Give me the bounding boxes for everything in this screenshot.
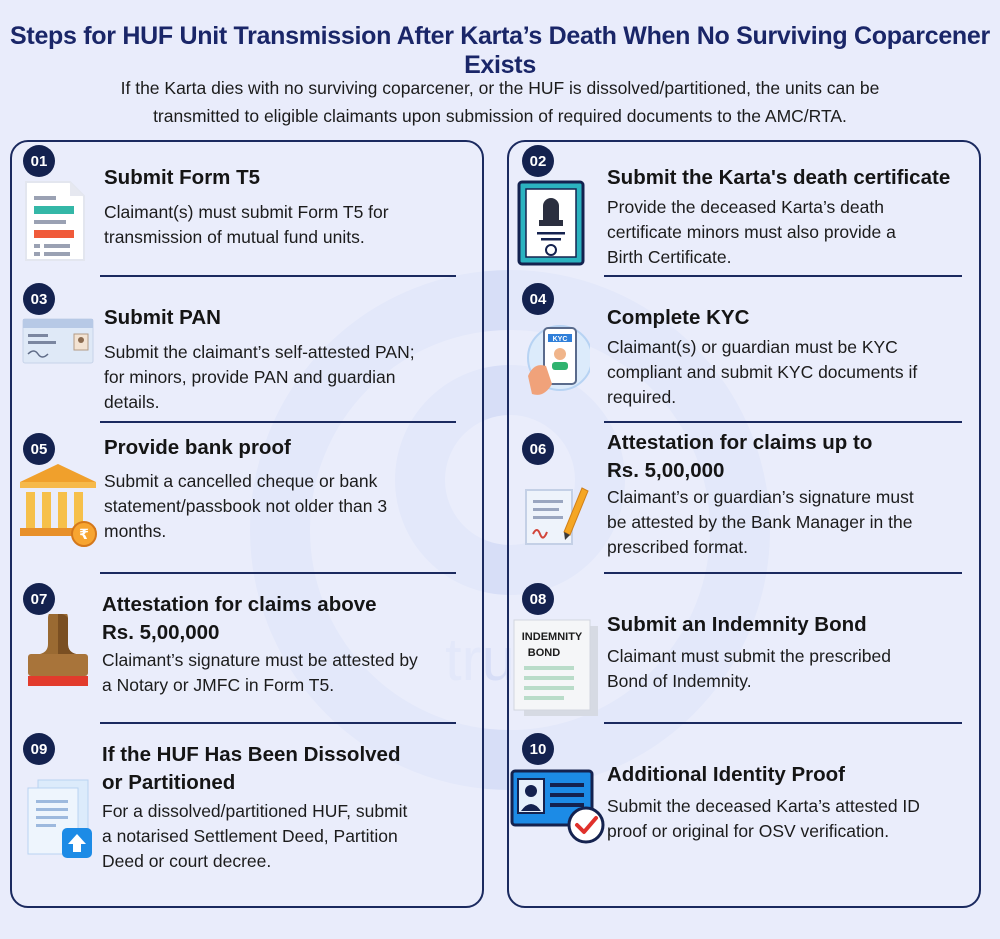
desc-line: details. [104, 392, 160, 412]
desc-line: Bond of Indemnity. [607, 671, 752, 691]
pan-card-icon [22, 318, 94, 364]
step-02-desc: Provide the deceased Karta’s death certi… [607, 195, 896, 270]
step-06-title: Attestation for claims up to Rs. 5,00,00… [607, 429, 872, 485]
step-04-badge: 04 [522, 283, 554, 315]
desc-line: Claimant’s or guardian’s signature must [607, 487, 914, 507]
divider [604, 421, 962, 423]
page-title: Steps for HUF Unit Transmission After Ka… [10, 22, 990, 79]
subtitle-line-1: If the Karta dies with no surviving copa… [120, 78, 880, 98]
signed-document-pen-icon [525, 487, 589, 545]
bank-building-icon: ₹ [20, 464, 97, 547]
step-10-badge: 10 [522, 733, 554, 765]
rubber-stamp-icon [28, 614, 88, 686]
desc-line: transmission of mutual fund units. [104, 227, 365, 247]
divider [604, 275, 962, 277]
subtitle-line-2: transmitted to eligible claimants upon s… [153, 106, 847, 126]
step-02-badge: 02 [522, 145, 554, 177]
divider [100, 275, 456, 277]
step-03-badge: 03 [23, 283, 55, 315]
document-upload-icon [27, 779, 92, 858]
kyc-phone-icon: KYC [527, 325, 590, 395]
step-10-title: Additional Identity Proof [607, 763, 846, 786]
step-08-desc: Claimant must submit the prescribed Bond… [607, 644, 891, 694]
desc-line: Claimant must submit the prescribed [607, 646, 891, 666]
step-07-desc: Claimant’s signature must be attested by… [102, 648, 418, 698]
desc-line: Submit a cancelled cheque or bank [104, 471, 378, 491]
step-07-title: Attestation for claims above Rs. 5,00,00… [102, 591, 377, 647]
step-06-desc: Claimant’s or guardian’s signature must … [607, 485, 914, 560]
bond-label-2: BOND [528, 647, 560, 659]
step-08-title: Submit an Indemnity Bond [607, 613, 867, 636]
step-01-badge: 01 [23, 145, 55, 177]
desc-line: Birth Certificate. [607, 247, 732, 267]
desc-line: months. [104, 521, 167, 541]
id-card-check-icon [510, 769, 605, 844]
indemnity-bond-icon: INDEMNITY BOND [513, 619, 598, 716]
desc-line: Submit the claimant’s self-attested PAN; [104, 342, 415, 362]
desc-line: Claimant(s) must submit Form T5 for [104, 202, 389, 222]
divider [604, 722, 962, 724]
step-09-desc: For a dissolved/partitioned HUF, submit … [102, 799, 407, 874]
desc-line: Claimant(s) or guardian must be KYC [607, 337, 898, 357]
divider [100, 722, 456, 724]
title-line: If the HUF Has Been Dissolved [102, 743, 401, 766]
step-02-title: Submit the Karta's death certificate [607, 166, 951, 189]
desc-line: statement/passbook not older than 3 [104, 496, 388, 516]
step-05-desc: Submit a cancelled cheque or bank statem… [104, 469, 387, 544]
desc-line: a notarised Settlement Deed, Partition [102, 826, 398, 846]
desc-line: prescribed format. [607, 537, 749, 557]
desc-line: a Notary or JMFC in Form T5. [102, 675, 335, 695]
rupee-label: ₹ [79, 527, 89, 543]
step-05-title: Provide bank proof [104, 436, 291, 459]
step-06-badge: 06 [522, 433, 554, 465]
desc-line: required. [607, 387, 677, 407]
desc-line: For a dissolved/partitioned HUF, submit [102, 801, 408, 821]
step-03-desc: Submit the claimant’s self-attested PAN;… [104, 340, 415, 415]
step-05-badge: 05 [23, 433, 55, 465]
title-line: Rs. 5,00,000 [607, 459, 725, 482]
step-07-badge: 07 [23, 583, 55, 615]
step-04-desc: Claimant(s) or guardian must be KYC comp… [607, 335, 917, 410]
step-01-desc: Claimant(s) must submit Form T5 for tran… [104, 200, 389, 250]
step-03-title: Submit PAN [104, 306, 221, 329]
title-line: or Partitioned [102, 771, 236, 794]
step-09-title: If the HUF Has Been Dissolved or Partiti… [102, 741, 400, 797]
desc-line: compliant and submit KYC documents if [607, 362, 918, 382]
page-subtitle: If the Karta dies with no surviving copa… [40, 74, 960, 130]
desc-line: Provide the deceased Karta’s death [607, 197, 884, 217]
desc-line: certificate minors must also provide a [607, 222, 896, 242]
desc-line: Deed or court decree. [102, 851, 272, 871]
desc-line: Claimant’s signature must be attested by [102, 650, 418, 670]
desc-line: be attested by the Bank Manager in the [607, 512, 913, 532]
divider [100, 572, 456, 574]
desc-line: proof or original for OSV verification. [607, 821, 890, 841]
step-04-title: Complete KYC [607, 306, 750, 329]
desc-line: Submit the deceased Karta’s attested ID [607, 796, 920, 816]
title-line: Attestation for claims up to [607, 431, 873, 454]
divider [604, 572, 962, 574]
bond-label-1: INDEMNITY [522, 631, 583, 643]
death-certificate-icon [517, 180, 585, 266]
step-09-badge: 09 [23, 733, 55, 765]
title-line: Attestation for claims above [102, 593, 377, 616]
divider [100, 421, 456, 423]
step-10-desc: Submit the deceased Karta’s attested ID … [607, 794, 920, 844]
desc-line: for minors, provide PAN and guardian [104, 367, 396, 387]
step-01-title: Submit Form T5 [104, 166, 261, 189]
form-document-icon [25, 181, 85, 261]
title-line: Rs. 5,00,000 [102, 621, 220, 644]
step-08-badge: 08 [522, 583, 554, 615]
kyc-label: KYC [553, 336, 568, 343]
